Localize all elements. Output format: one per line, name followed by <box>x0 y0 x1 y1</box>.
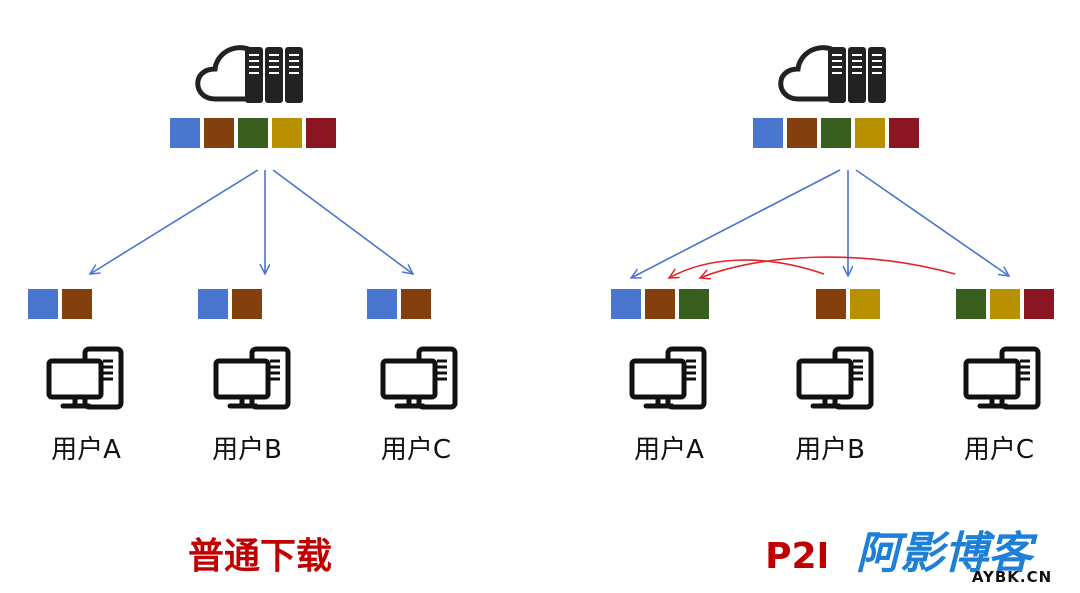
left-user-b-computer-icon <box>216 349 288 407</box>
left-user-b-chunk-brown <box>232 289 262 319</box>
peer-arrows <box>669 256 956 278</box>
left-panel-title: 普通下载 <box>188 536 332 577</box>
left-user-b-label: 用户B <box>212 435 282 465</box>
right-arrow-to-user-a <box>631 169 841 278</box>
left-panel: 用户A 用户B 用户C 普通下载 <box>28 47 455 577</box>
peer-arrow-c-to-a <box>700 256 956 278</box>
right-server-arrows <box>631 169 1009 278</box>
left-user-a-label: 用户A <box>51 435 121 465</box>
right-server-chunk-gold <box>855 118 885 148</box>
left-server-chunk-brown <box>204 118 234 148</box>
right-user-c-label: 用户C <box>964 435 1034 465</box>
watermark-sub-text: AYBK.CN <box>972 568 1052 586</box>
right-panel: 用户A 用户B 用户C P2P下载 <box>611 47 1054 577</box>
right-user-c-computer-icon <box>966 349 1038 407</box>
right-user-b-computer-icon <box>799 349 871 407</box>
watermark-main-text: 阿影博客 <box>856 528 1038 579</box>
left-user-a-chunk-blue <box>28 289 58 319</box>
left-server-chunks <box>170 118 336 148</box>
left-server-chunk-green <box>238 118 268 148</box>
right-user-a-chunk-blue <box>611 289 641 319</box>
left-user-c-label: 用户C <box>381 435 451 465</box>
right-server-chunk-green <box>821 118 851 148</box>
left-server-chunk-gold <box>272 118 302 148</box>
left-user-b-chunk-blue <box>198 289 228 319</box>
left-arrow-to-user-c <box>272 169 413 274</box>
right-server-chunks <box>753 118 919 148</box>
watermark-logo: 阿影博客 AYBK.CN <box>826 524 1062 586</box>
right-server-chunk-crimson <box>889 118 919 148</box>
right-user-a-chunk-green <box>679 289 709 319</box>
left-server-chunk-crimson <box>306 118 336 148</box>
left-server-chunk-blue <box>170 118 200 148</box>
right-user-b-chunk-gold <box>850 289 880 319</box>
left-user-c-chunk-blue <box>367 289 397 319</box>
left-user-c-chunk-brown <box>401 289 431 319</box>
right-server-chunk-brown <box>787 118 817 148</box>
left-user-c-computer-icon <box>383 349 455 407</box>
right-user-b-chunk-brown <box>816 289 846 319</box>
right-user-c-chunk-green <box>956 289 986 319</box>
right-user-c-chunk-gold <box>990 289 1020 319</box>
peer-arrow-b-to-a <box>669 259 825 278</box>
left-arrows <box>90 169 413 274</box>
right-user-a-computer-icon <box>632 349 704 407</box>
right-server-chunk-blue <box>753 118 783 148</box>
left-arrow-to-user-a <box>90 169 259 274</box>
right-user-a-label: 用户A <box>634 435 704 465</box>
right-user-b-label: 用户B <box>795 435 865 465</box>
right-cloud-server-icon <box>781 47 886 103</box>
left-user-chunks <box>28 289 431 319</box>
right-user-chunks <box>611 289 1054 319</box>
right-user-c-chunk-crimson <box>1024 289 1054 319</box>
left-user-a-computer-icon <box>49 349 121 407</box>
right-arrow-to-user-c <box>855 169 1009 276</box>
right-user-a-chunk-brown <box>645 289 675 319</box>
left-user-a-chunk-brown <box>62 289 92 319</box>
left-cloud-server-icon <box>198 47 303 103</box>
